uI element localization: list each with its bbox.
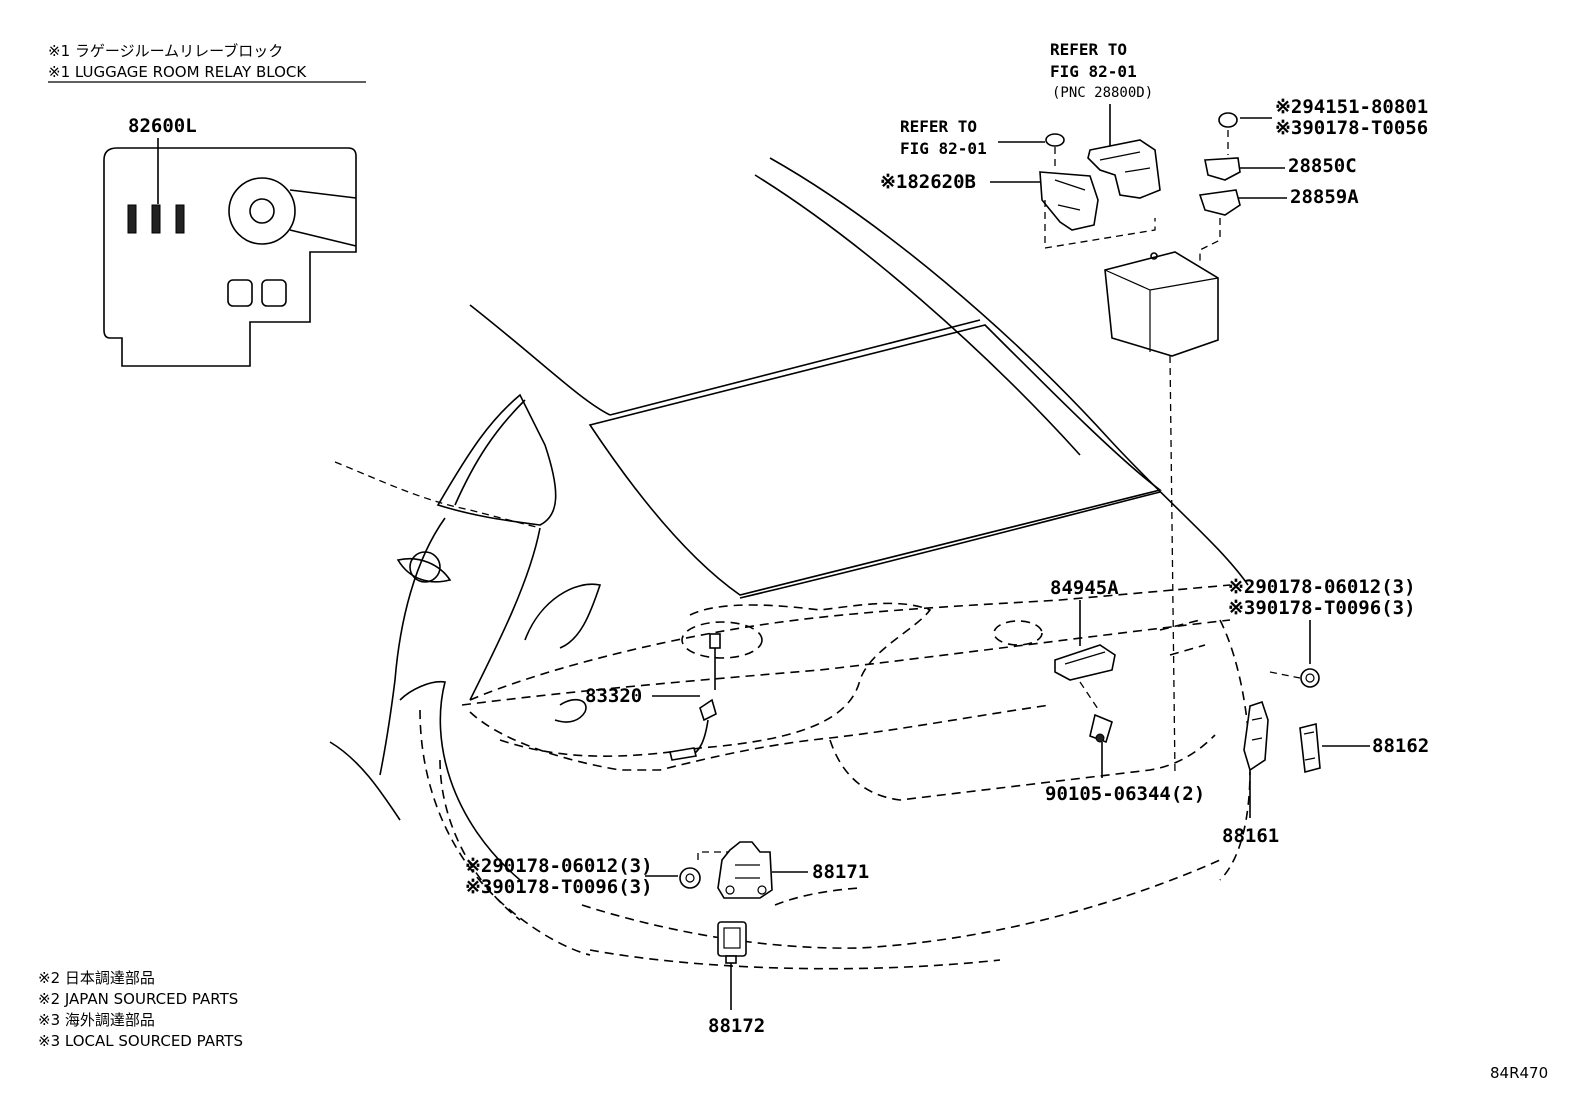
bracket-88171 bbox=[717, 841, 773, 899]
part-label-90178-06012-left[interactable]: ※290178-06012(3) bbox=[465, 855, 653, 877]
part-label-88162[interactable]: 88162 bbox=[1372, 735, 1429, 757]
relay-note-en: ※1 LUGGAGE ROOM RELAY BLOCK bbox=[48, 63, 307, 81]
part-label-90105[interactable]: 90105-06344(2) bbox=[1045, 783, 1205, 805]
dash-nut-right bbox=[1269, 671, 1301, 679]
bracket-upper bbox=[1087, 139, 1161, 199]
sensor-88162 bbox=[1299, 722, 1321, 774]
dash-battery-down bbox=[1169, 355, 1176, 776]
relay-note-jp: ※1 ラゲージルームリレーブロック bbox=[48, 42, 283, 60]
part-label-90178-T0056[interactable]: ※390178-T0056 bbox=[1275, 117, 1428, 139]
relay-block-illustration bbox=[103, 147, 357, 367]
clip-upper bbox=[1045, 133, 1065, 147]
part-label-82600L[interactable]: 82600L bbox=[128, 115, 197, 137]
trunk-opener-switch bbox=[1054, 644, 1116, 681]
part-label-88171[interactable]: 88171 bbox=[812, 861, 869, 883]
nut-left bbox=[679, 867, 701, 889]
trunk-sensor-83320 bbox=[669, 633, 721, 761]
dash-terminal-to-battery bbox=[1199, 218, 1221, 265]
footnote-3: ※3 海外調達部品 bbox=[38, 1011, 155, 1029]
relay-note: ※1 ラゲージルームリレーブロック ※1 LUGGAGE ROOM RELAY … bbox=[48, 42, 366, 83]
nut-right bbox=[1300, 668, 1320, 688]
refer-left-line1: REFER TO bbox=[900, 117, 977, 136]
part-label-90178-06012-right[interactable]: ※290178-06012(3) bbox=[1228, 576, 1416, 598]
relay-bracket bbox=[1039, 171, 1099, 231]
part-label-28859A[interactable]: 28859A bbox=[1290, 186, 1359, 208]
footnote-1: ※2 日本調達部品 bbox=[38, 969, 155, 987]
refer-top-line1: REFER TO bbox=[1050, 40, 1127, 59]
footnote-2: ※2 JAPAN SOURCED PARTS bbox=[38, 990, 238, 1008]
refer-top-line2: FIG 82-01 bbox=[1050, 62, 1137, 81]
refer-top-line3: (PNC 28800D) bbox=[1052, 85, 1153, 101]
part-label-94151[interactable]: ※294151-80801 bbox=[1275, 96, 1428, 118]
footnote-4: ※3 LOCAL SOURCED PARTS bbox=[38, 1032, 243, 1050]
dash-switch-screw bbox=[1079, 681, 1101, 713]
part-label-84945A[interactable]: 84945A bbox=[1050, 577, 1119, 599]
dash-nut-left bbox=[697, 851, 730, 860]
battery bbox=[1104, 251, 1219, 357]
refer-left-line2: FIG 82-01 bbox=[900, 139, 987, 158]
screw-90105 bbox=[1089, 713, 1113, 744]
dash-bracket-to-box bbox=[1044, 200, 1156, 249]
vehicle-body-outline bbox=[329, 157, 1251, 970]
part-label-83320[interactable]: 83320 bbox=[585, 685, 642, 707]
terminal-28859A bbox=[1198, 189, 1241, 216]
part-label-88172[interactable]: 88172 bbox=[708, 1015, 765, 1037]
sensor-bracket-88161 bbox=[1243, 700, 1269, 772]
nut-top bbox=[1218, 112, 1238, 128]
terminal-28850C bbox=[1204, 157, 1241, 181]
part-label-88161[interactable]: 88161 bbox=[1222, 825, 1279, 847]
footnotes: ※2 日本調達部品 ※2 JAPAN SOURCED PARTS ※3 海外調達… bbox=[38, 969, 243, 1050]
figure-id: 84R470 bbox=[1490, 1064, 1548, 1082]
sensor-88172 bbox=[717, 921, 747, 964]
part-label-82620B[interactable]: ※182620B bbox=[880, 171, 976, 193]
part-label-28850C[interactable]: 28850C bbox=[1288, 155, 1357, 177]
part-label-90178-T0096-right[interactable]: ※390178-T0096(3) bbox=[1228, 597, 1416, 619]
part-label-90178-T0096-left[interactable]: ※390178-T0096(3) bbox=[465, 876, 653, 898]
